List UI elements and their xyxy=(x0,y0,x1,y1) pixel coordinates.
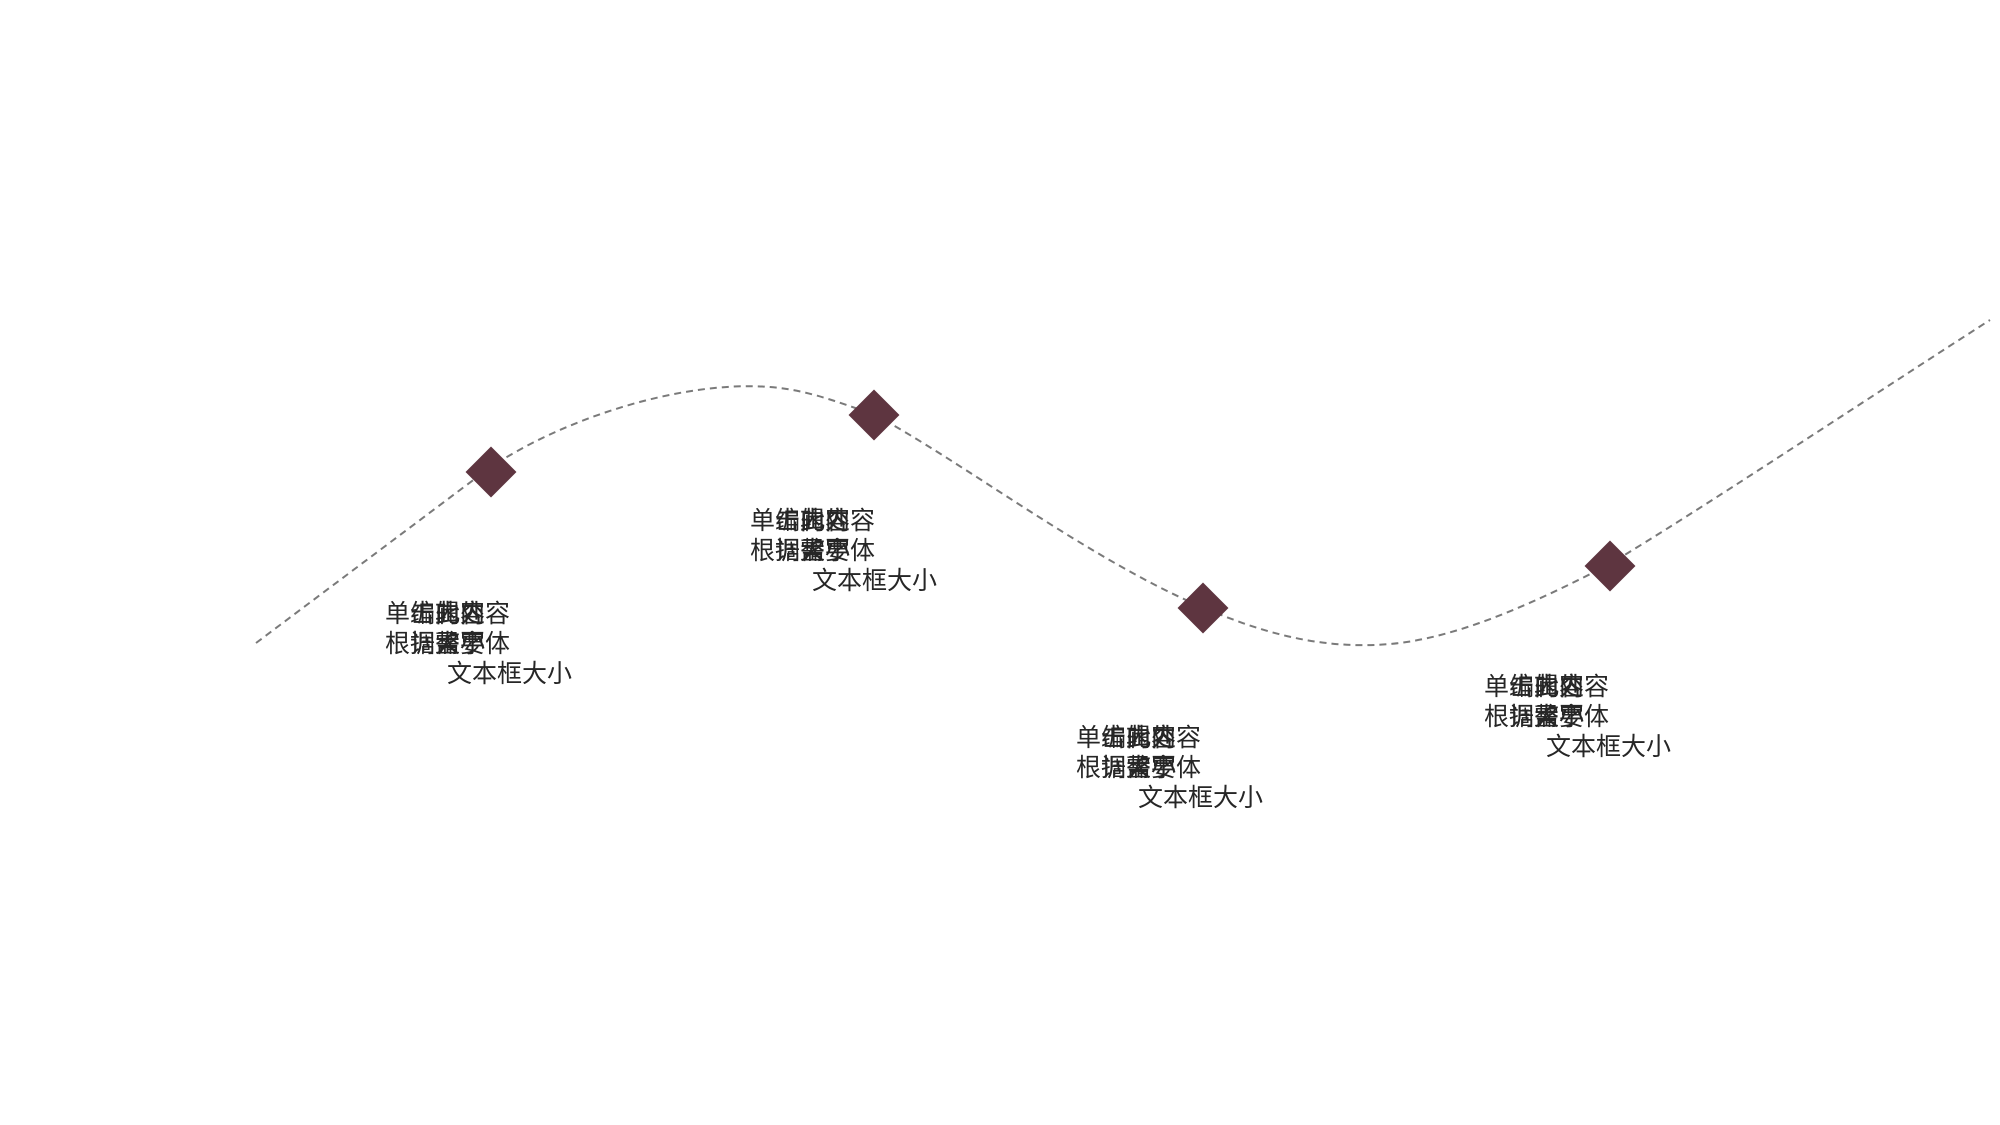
milestone-3-line-1-c: 内容 xyxy=(1126,723,1177,752)
milestone-3-line-2-b: 调整字体 xyxy=(1101,753,1202,782)
milestone-2-line-1-a: 单击此处 xyxy=(750,506,851,535)
milestone-1-line-2: 根据需要 调整字体 大小 xyxy=(385,629,585,659)
milestone-1-line-1: 单击此处 编辑内容 内容 xyxy=(385,599,585,629)
milestone-4-line-1-c: 内容 xyxy=(1534,672,1585,701)
milestone-1-line-2-b: 调整字体 xyxy=(410,629,511,658)
milestone-marker-3 xyxy=(1177,582,1229,634)
timeline-dashed-curve xyxy=(255,319,1991,647)
milestone-4-line-1: 单击此处 编辑内容 内容 xyxy=(1484,672,1684,702)
milestone-1-line-1-c: 内容 xyxy=(435,599,486,628)
milestone-4-line-1-b: 编辑内容 xyxy=(1509,672,1610,701)
milestone-2-line-1-c: 内容 xyxy=(800,506,851,535)
milestone-text-1[interactable]: 单击此处 编辑内容 内容 根据需要 调整字体 大小 文本框大小 xyxy=(385,599,585,689)
milestone-4-line-2-c: 大小 xyxy=(1534,702,1585,731)
milestone-3-line-2-c: 大小 xyxy=(1126,753,1177,782)
milestone-4-line-1-a: 单击此处 xyxy=(1484,672,1585,701)
milestone-2-line-2-a: 根据需要 xyxy=(750,536,851,565)
milestone-1-line-2-c: 大小 xyxy=(435,629,486,658)
milestone-1-line-2-a: 根据需要 xyxy=(385,629,486,658)
milestone-3-line-1: 单击此处 编辑内容 内容 xyxy=(1076,723,1276,753)
milestone-text-3[interactable]: 单击此处 编辑内容 内容 根据需要 调整字体 大小 文本框大小 xyxy=(1076,723,1276,813)
milestone-2-line-1-b: 编辑内容 xyxy=(775,506,876,535)
milestone-text-4[interactable]: 单击此处 编辑内容 内容 根据需要 调整字体 大小 文本框大小 xyxy=(1484,672,1684,762)
milestone-4-line-2: 根据需要 调整字体 大小 xyxy=(1484,702,1684,732)
milestone-marker-2 xyxy=(848,389,900,441)
milestone-1-line-1-a: 单击此处 xyxy=(385,599,486,628)
milestone-4-line-2-b: 调整字体 xyxy=(1509,702,1610,731)
milestone-3-line-2-a: 根据需要 xyxy=(1076,753,1177,782)
milestone-2-line-2: 根据需要 调整字体 大小 xyxy=(750,536,950,566)
milestone-2-line-1: 单击此处 编辑内容 内容 xyxy=(750,506,950,536)
milestone-marker-4 xyxy=(1584,540,1636,592)
milestone-4-line-2-a: 根据需要 xyxy=(1484,702,1585,731)
milestone-text-2[interactable]: 单击此处 编辑内容 内容 根据需要 调整字体 大小 文本框大小 xyxy=(750,506,950,596)
milestone-3-line-3: 文本框大小 xyxy=(1138,783,1264,812)
milestone-1-line-1-b: 编辑内容 xyxy=(410,599,511,628)
milestone-2-line-3: 文本框大小 xyxy=(812,566,938,595)
milestone-4-line-3: 文本框大小 xyxy=(1546,732,1672,761)
milestone-3-line-1-b: 编辑内容 xyxy=(1101,723,1202,752)
milestone-2-line-2-b: 调整字体 xyxy=(775,536,876,565)
milestone-marker-1 xyxy=(465,446,517,498)
milestone-1-line-3: 文本框大小 xyxy=(447,659,573,688)
milestone-3-line-1-a: 单击此处 xyxy=(1076,723,1177,752)
milestone-2-line-2-c: 大小 xyxy=(800,536,851,565)
milestone-3-line-2: 根据需要 调整字体 大小 xyxy=(1076,753,1276,783)
